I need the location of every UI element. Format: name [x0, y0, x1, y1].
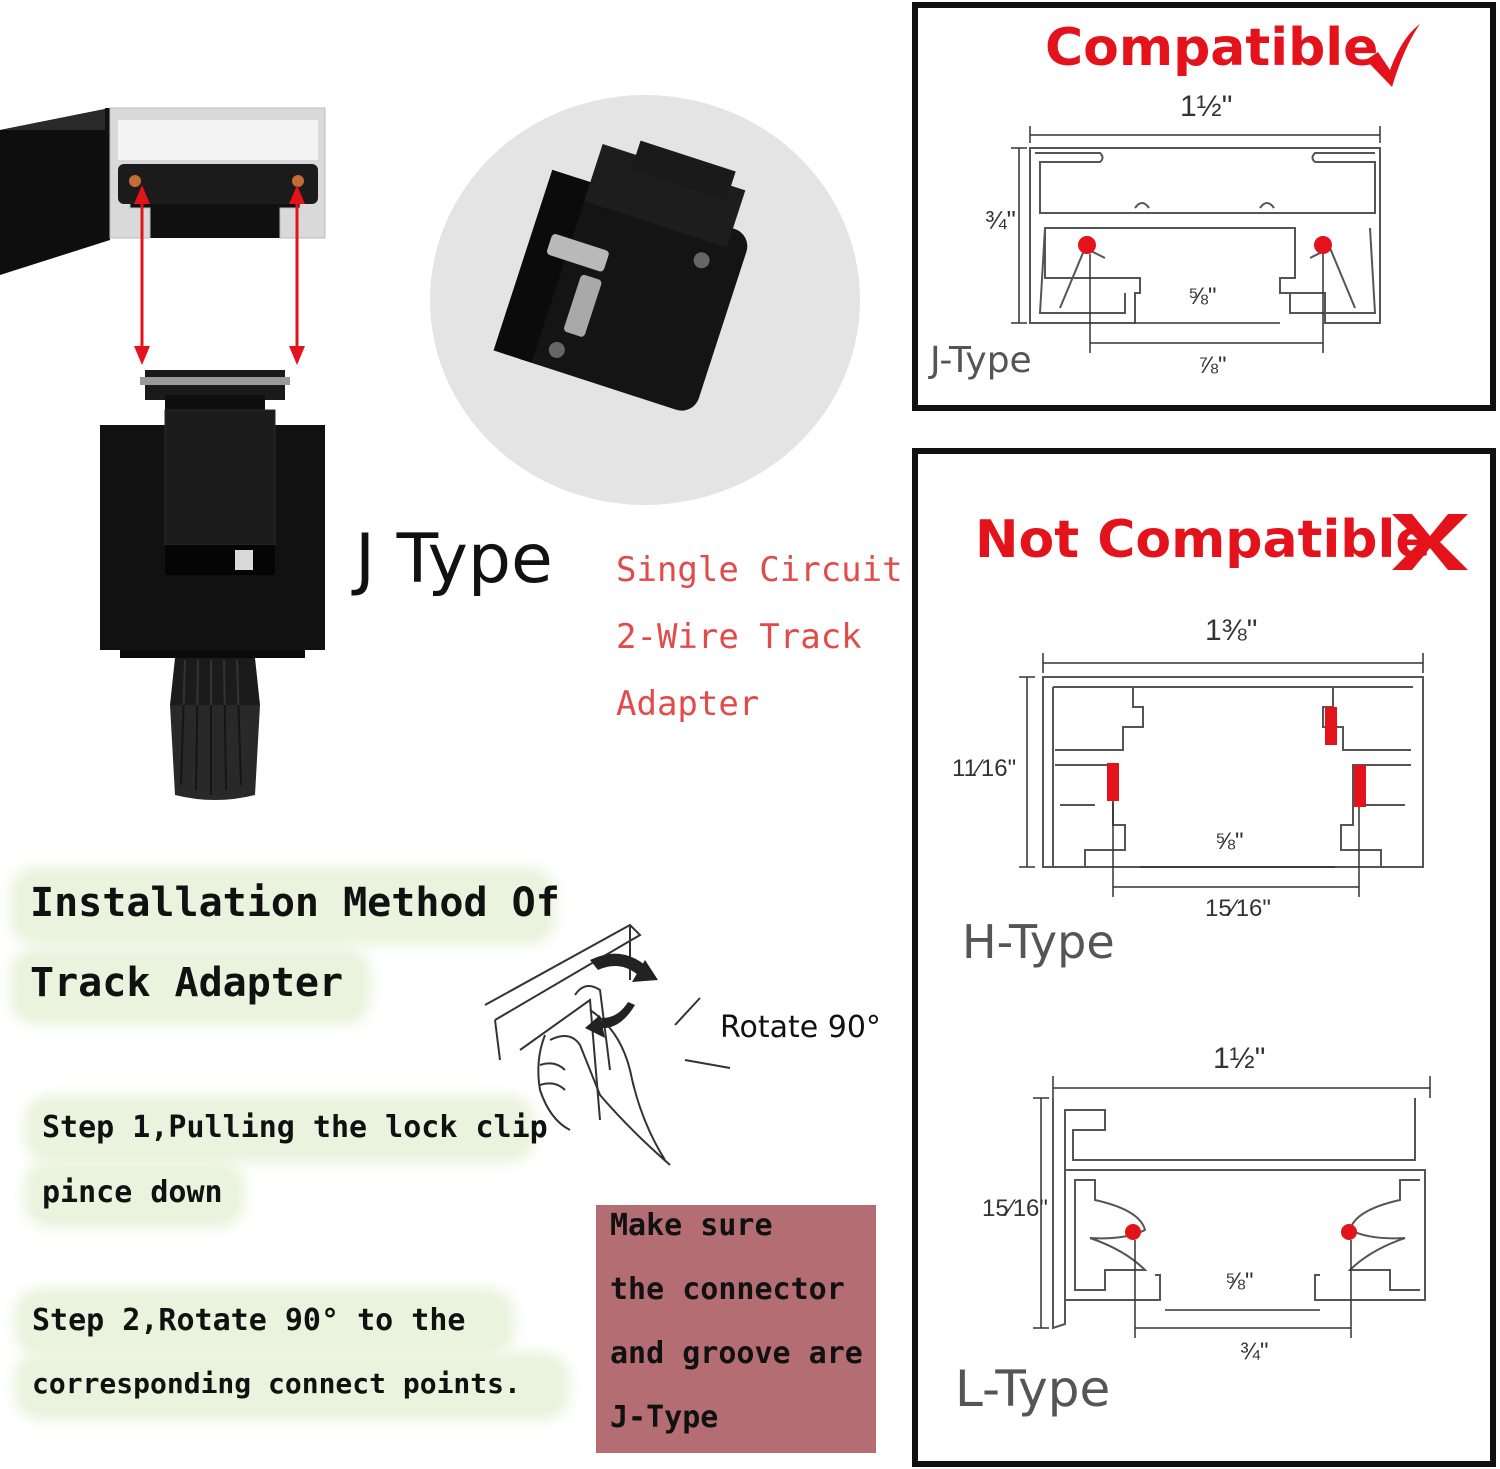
step1-highlight-1: [32, 1103, 527, 1155]
step2-line-2: corresponding connect points.: [32, 1367, 521, 1400]
description-line-3: Adapter: [616, 684, 760, 724]
h-type-profile-drawing: [1019, 653, 1424, 897]
not-compatible-panel: [912, 448, 1496, 1467]
rotate-label: Rotate 90°: [720, 1010, 881, 1045]
note-line-3: and groove are: [610, 1336, 863, 1371]
h-height-dim: 11⁄16": [952, 755, 1017, 782]
j-type-profile-drawing: [1011, 126, 1381, 353]
title-highlight-2: [18, 955, 363, 1017]
alignment-arrows: [134, 185, 305, 365]
track-rail-image: [0, 107, 326, 275]
j-height-dim: ¾": [985, 205, 1016, 235]
l-height-dim: 15⁄16": [982, 1195, 1048, 1222]
j-inner-dim: ⅝": [1188, 283, 1217, 310]
j-type-label: J-Type: [930, 340, 1032, 381]
h-inner-dim: ⅝": [1215, 828, 1244, 855]
compatible-title: Compatible: [1045, 18, 1379, 78]
rotate-hand-illustration: [484, 923, 731, 1166]
title-highlight-1: [18, 875, 548, 937]
not-compatible-title: Not Compatible: [975, 510, 1431, 570]
adapter-closeup-image: [430, 95, 860, 505]
l-type-label: L-Type: [955, 1360, 1111, 1418]
step1-line-1: Step 1,Pulling the lock clip: [42, 1110, 548, 1145]
step2-highlight-2: [22, 1360, 562, 1412]
product-type-title: J Type: [355, 520, 553, 599]
j-contacts-dim: ⅞": [1198, 352, 1227, 379]
install-title-line-2: Track Adapter: [30, 960, 344, 1006]
j-width-dim: 1½": [1180, 90, 1233, 123]
l-inner-dim: ⅝": [1225, 1268, 1254, 1295]
note-box: [596, 1205, 876, 1453]
step2-highlight-1: [22, 1296, 507, 1348]
track-adapter-image: [100, 370, 325, 800]
note-line-1: Make sure: [610, 1208, 773, 1243]
l-width-dim: 1½": [1213, 1042, 1266, 1075]
description-line-2: 2-Wire Track: [616, 617, 862, 657]
description-line-1: Single Circuit: [616, 550, 903, 590]
l-contacts-dim: ¾": [1240, 1338, 1269, 1365]
step1-line-2: pince down: [42, 1175, 223, 1210]
install-title-line-1: Installation Method Of: [30, 880, 560, 926]
step1-highlight-2: [32, 1168, 237, 1220]
h-type-label: H-Type: [962, 915, 1115, 969]
step2-line-1: Step 2,Rotate 90° to the: [32, 1303, 466, 1338]
h-contacts-dim: 15⁄16": [1205, 895, 1271, 922]
h-width-dim: 1⅜": [1205, 614, 1258, 647]
note-line-2: the connector: [610, 1272, 845, 1307]
note-line-4: J-Type: [610, 1400, 719, 1435]
l-type-profile-drawing: [1033, 1076, 1431, 1338]
check-icon: [1366, 24, 1420, 87]
x-icon: [1392, 514, 1468, 570]
